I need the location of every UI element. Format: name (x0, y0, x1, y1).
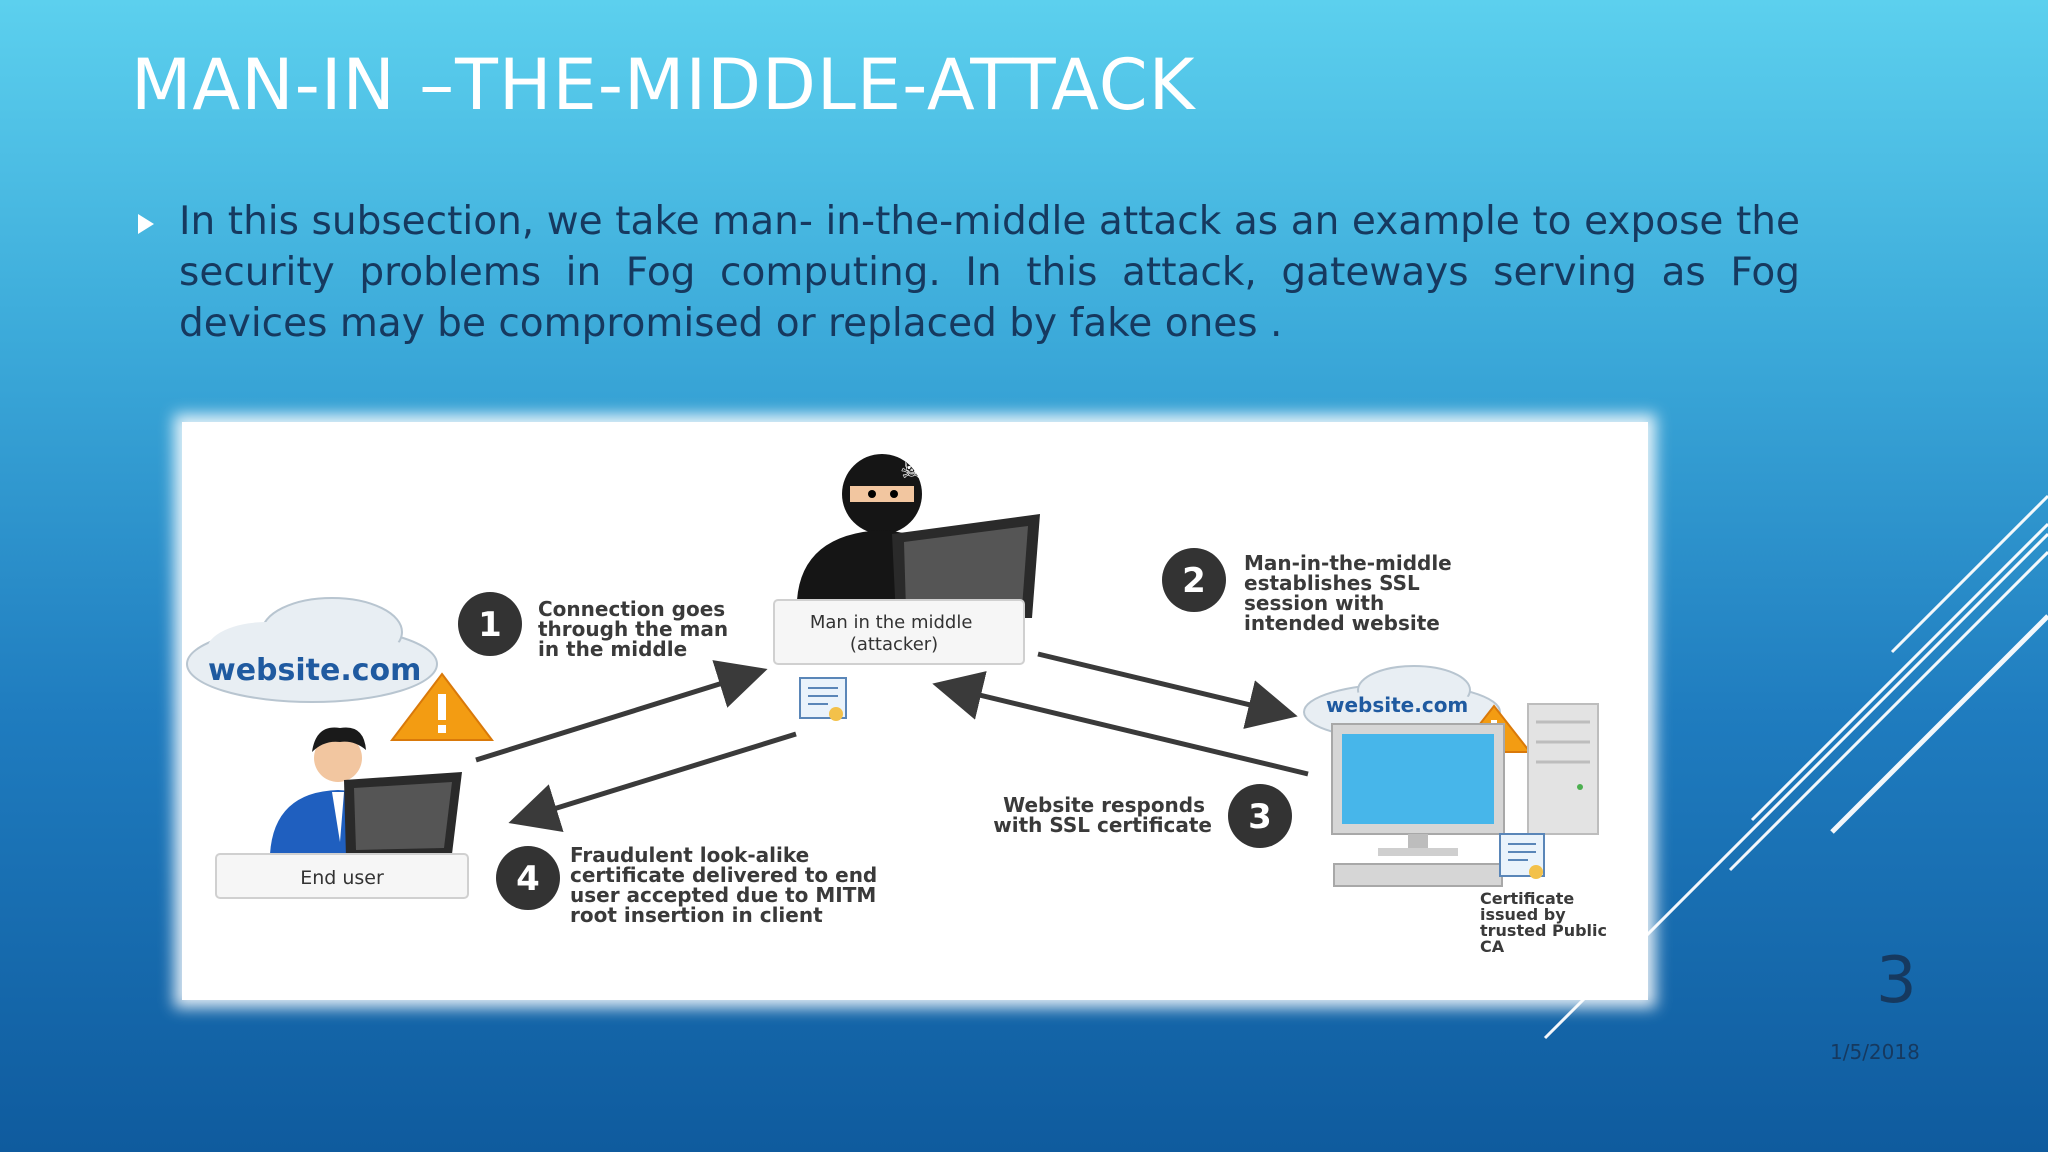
svg-text:Website responds with: Website responds with SSL certificate (993, 793, 1212, 837)
svg-text:Fraudulent look-alike: Fraudulent look-alike certificate delive… (570, 843, 884, 927)
warning-icon (389, 672, 495, 741)
certificate-caption-line: issued by (1480, 905, 1566, 924)
certificate-caption-line: CA (1480, 937, 1505, 956)
step-1: 1 Connection goes through the man in the… (458, 592, 735, 661)
certificate-caption-line: trusted Public (1480, 921, 1607, 940)
svg-text:Man in the middle (att: Man in the middle (attacker) (810, 612, 978, 655)
bullet-text: In this subsection, we take man- in-the-… (179, 199, 1800, 346)
web-server-icon (1331, 703, 1599, 887)
website-label-right: website.com (1326, 693, 1468, 717)
flow-arrows (475, 651, 1309, 833)
arrow-attacker-to-user (508, 731, 797, 833)
bullet-item: In this subsection, we take man- in-the-… (138, 196, 1800, 349)
cloud-left: website.com (186, 597, 438, 703)
step-1-line: in the middle (538, 637, 687, 661)
slide-date: 1/5/2018 (1830, 1040, 1920, 1064)
triangle-bullet-icon (138, 214, 154, 234)
end-user-plate: End user (215, 853, 469, 899)
slide-title: MAN-IN –THE-MIDDLE-ATTACK (131, 44, 1196, 126)
step-1-number: 1 (478, 605, 502, 645)
step-3: 3 Website responds with SSL certificate (993, 784, 1292, 848)
attacker-label-line2: (attacker) (850, 634, 938, 655)
step-4-line: user accepted due to MITM (570, 883, 876, 907)
end-user-label: End user (300, 867, 384, 889)
step-2-line: intended website (1244, 611, 1440, 635)
step-3-number: 3 (1248, 797, 1272, 837)
step-4-number: 4 (516, 859, 540, 899)
step-4-line: root insertion in client (570, 903, 823, 927)
step-4: 4 Fraudulent look-alike certificate deli… (496, 843, 884, 927)
mitm-diagram-svg: website.com End user 1 Connection goes (186, 454, 1613, 956)
certificate-caption-line: Certificate (1480, 889, 1574, 908)
step-2-number: 2 (1182, 561, 1206, 601)
svg-text:Man-in-the-middle esta: Man-in-the-middle establishes SSL sessio… (1244, 551, 1459, 635)
arrow-attacker-to-website (1037, 651, 1298, 729)
certificate-icon (799, 677, 847, 721)
step-2-line: Man-in-the-middle (1244, 551, 1452, 575)
arrow-user-to-attacker (475, 660, 768, 763)
svg-text:Connection goes throug: Connection goes through the man in the m… (538, 597, 735, 661)
certificate-icon (1499, 833, 1545, 879)
step-1-line: through the man (538, 617, 728, 641)
step-4-line: certificate delivered to end (570, 863, 877, 887)
step-1-line: Connection goes (538, 597, 725, 621)
arrow-website-to-attacker (932, 671, 1309, 777)
end-user-icon (270, 727, 462, 858)
certificate-caption: Certificate issued by trusted Public CA (1480, 889, 1613, 956)
attacker-plate: Man in the middle (attacker) (773, 599, 1025, 665)
step-2-line: session with (1244, 591, 1384, 615)
page-number: 3 (1876, 944, 1917, 1018)
step-3-line: Website responds (1003, 793, 1205, 817)
attacker-icon: ☠ (797, 454, 1040, 648)
step-2: 2 Man-in-the-middle establishes SSL sess… (1162, 548, 1459, 635)
attacker-label-line1: Man in the middle (810, 612, 973, 633)
svg-text:Certificate issued by: Certificate issued by trusted Public CA (1480, 889, 1613, 956)
mitm-diagram: website.com End user 1 Connection goes (182, 422, 1648, 1000)
website-label-left: website.com (208, 653, 421, 688)
skull-icon: ☠ (900, 455, 923, 485)
step-4-line: Fraudulent look-alike (570, 843, 809, 867)
step-3-line: with SSL certificate (993, 813, 1212, 837)
